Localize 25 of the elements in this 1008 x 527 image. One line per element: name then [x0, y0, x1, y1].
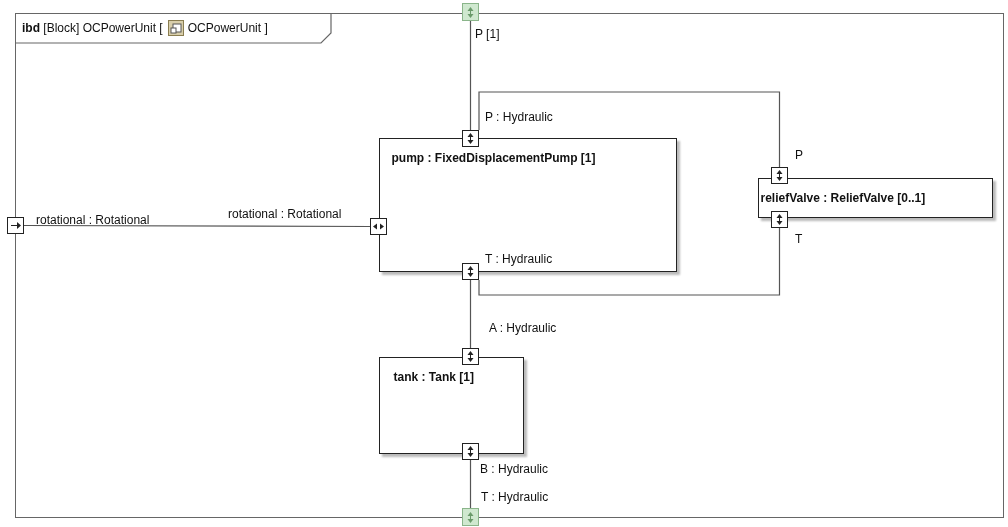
part-block	[757, 177, 993, 218]
part-name: pump : FixedDisplacementPump [1]	[391, 150, 596, 165]
port-label: P : Hydraulic	[485, 110, 553, 124]
frame-heading: ibd [Block] OCPowerUnit [	[22, 21, 163, 35]
connector-line	[23, 224, 371, 228]
port-label: A : Hydraulic	[489, 321, 557, 335]
port-label: P	[795, 148, 803, 162]
port-label: T	[795, 232, 803, 246]
port-label: rotational : Rotational	[36, 213, 150, 227]
port-label: B : Hydraulic	[480, 462, 549, 476]
port-label: P [1]	[475, 27, 500, 41]
part-block	[378, 137, 677, 272]
frame-heading: OCPowerUnit ]	[187, 21, 268, 35]
port-label: T : Hydraulic	[485, 252, 553, 266]
connector-line	[469, 279, 472, 349]
port-label: rotational : Rotational	[228, 207, 342, 221]
port-label: T : Hydraulic	[481, 490, 549, 504]
part-name: reliefValve : ReliefValve [0..1]	[760, 190, 926, 205]
part-name: tank : Tank [1]	[393, 369, 474, 384]
connector-line	[478, 227, 781, 296]
connector-line	[469, 459, 472, 509]
part-block	[378, 356, 524, 454]
diagram-frame	[15, 13, 1004, 518]
connector-line	[469, 20, 472, 131]
connector-line	[478, 91, 781, 168]
